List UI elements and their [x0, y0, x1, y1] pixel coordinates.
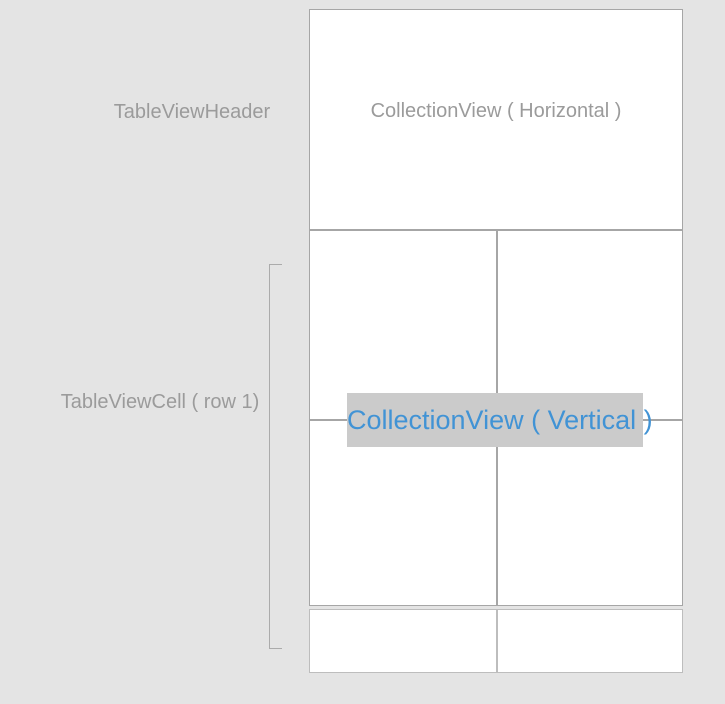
collectionview-vertical-badge: CollectionView ( Vertical ) [347, 393, 653, 447]
tableviewcell-row1-annotation: TableViewCell ( row 1) [60, 391, 260, 413]
tableviewheader-annotation: TableViewHeader [113, 101, 271, 123]
tableview-row2-cell-box [309, 609, 683, 673]
tableview-header-box: CollectionView ( Horizontal ) [309, 9, 683, 230]
row2-column-divider [496, 610, 498, 672]
row1-span-bracket [269, 264, 282, 649]
collectionview-horizontal-label: CollectionView ( Horizontal ) [370, 100, 622, 122]
